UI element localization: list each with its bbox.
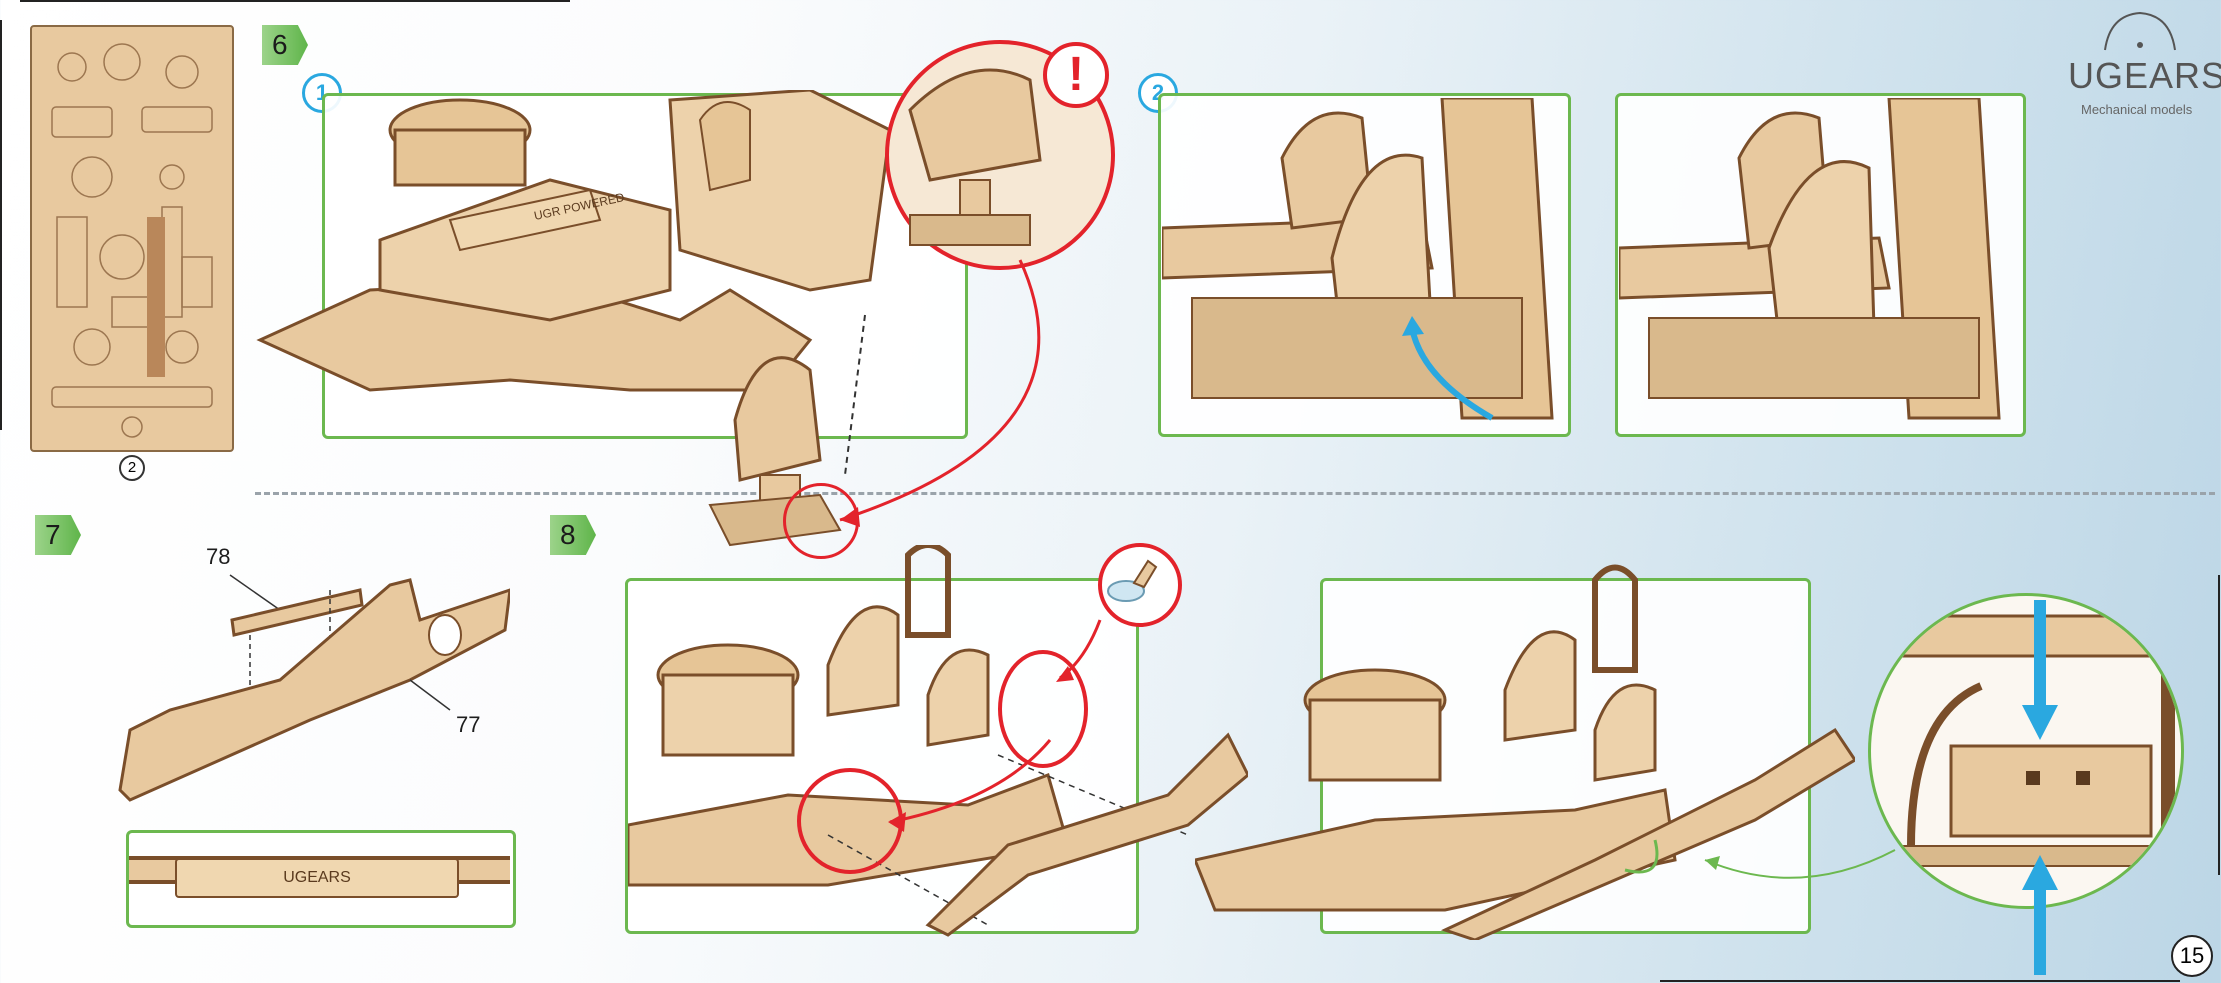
- step7-plate: UGEARS: [175, 858, 459, 898]
- gear-logo-icon: [2095, 5, 2185, 55]
- plate-label: UGEARS: [283, 869, 351, 886]
- step-badge-7: 7: [35, 515, 81, 555]
- step8-red-arrows: [860, 600, 1140, 840]
- frame-top-line: [20, 0, 570, 2]
- parts-sheet: [30, 25, 234, 452]
- frame-left-line: [0, 20, 2, 430]
- step-badge-6: 6: [262, 25, 308, 65]
- sheet-number: 2: [128, 459, 136, 476]
- step7-parts-illustration: [110, 560, 510, 810]
- sheet-number-circle: 2: [119, 455, 145, 481]
- brand-tagline: Mechanical models: [2081, 102, 2192, 117]
- warning-exclamation-icon: !: [1043, 42, 1109, 108]
- green-callout-line: [1700, 840, 1900, 880]
- frame-bottom-line: [1660, 980, 2180, 982]
- parts-sheet-pattern: [32, 27, 232, 450]
- page-number-circle: 15: [2171, 935, 2213, 977]
- page-number: 15: [2180, 943, 2204, 968]
- section-separator: [255, 492, 2215, 495]
- step-badge-8: 8: [550, 515, 596, 555]
- seat-insert-before-illustration: [1162, 98, 1562, 428]
- press-arrows: [2010, 600, 2070, 975]
- brand-name: UGEARS: [2068, 55, 2221, 97]
- frame-right-line: [2218, 575, 2220, 875]
- seat-insert-after-illustration: [1619, 98, 2017, 428]
- step8-result-illustration: [1195, 560, 1855, 940]
